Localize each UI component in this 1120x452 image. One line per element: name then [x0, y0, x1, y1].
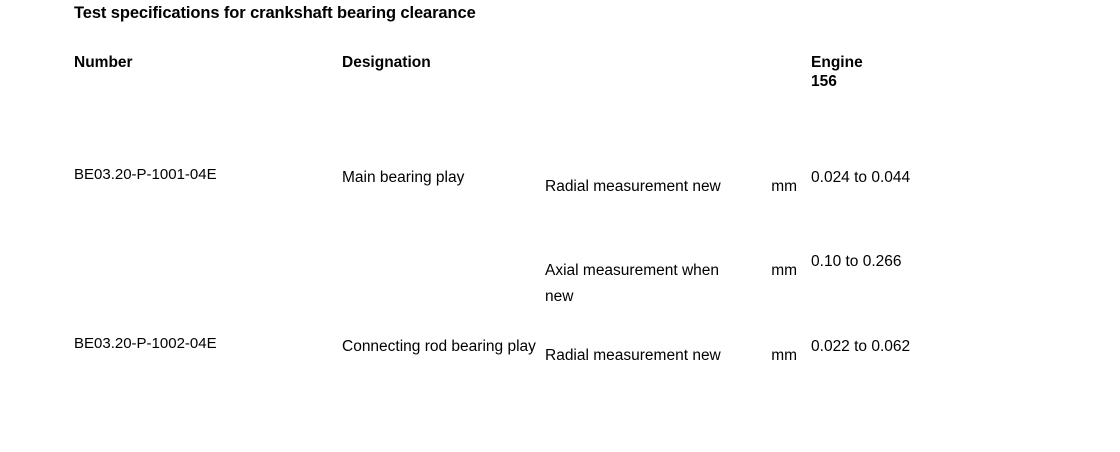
table-row: BE03.20-P-1001-04E Main bearing play Rad… [74, 165, 1015, 249]
row-cell-number: BE03.20-P-1001-04E [74, 165, 342, 334]
header-cell-engine: Engine 156 [811, 53, 1015, 165]
header-label-designation: Designation [342, 54, 431, 71]
detail-label: Radial measurement new [545, 347, 721, 364]
row-designation-value: Main bearing play [342, 169, 465, 186]
detail-value: 0.022 to 0.062 [811, 338, 911, 355]
table-header-row: Number Designation Engine 156 [74, 53, 1015, 165]
row-cell-designation: Main bearing play [342, 165, 537, 334]
row-cell-number: BE03.20-P-1002-04E [74, 334, 342, 432]
row-cell-value: 0.024 to 0.044 [811, 165, 1015, 249]
spec-table: Number Designation Engine 156 BE03.20-P-… [74, 53, 1015, 432]
row-number-value: BE03.20-P-1002-04E [74, 335, 217, 352]
header-cell-designation: Designation [342, 53, 811, 165]
row-cell-value: 0.10 to 0.266 [811, 249, 1015, 334]
detail-value: 0.10 to 0.266 [811, 253, 902, 270]
header-label-engine: Engine [811, 54, 863, 71]
row-cell-detail: Axial measurement when new mm [537, 249, 811, 334]
header-label-number: Number [74, 54, 133, 71]
detail-unit: mm [771, 347, 798, 364]
row-number-value: BE03.20-P-1001-04E [74, 166, 217, 183]
row-cell-value: 0.022 to 0.062 [811, 334, 1015, 432]
detail-unit: mm [771, 262, 798, 279]
row-cell-designation: Connecting rod bearing play [342, 334, 537, 432]
header-label-engine-code: 156 [811, 73, 837, 90]
row-designation-value: Connecting rod bearing play [342, 338, 536, 355]
detail-label: Axial measurement when new [545, 262, 720, 305]
header-cell-number: Number [74, 53, 342, 165]
row-cell-detail: Radial measurement new mm [537, 165, 811, 249]
detail-unit: mm [771, 178, 798, 195]
detail-value: 0.024 to 0.044 [811, 169, 911, 186]
page-title: Test specifications for crankshaft beari… [74, 4, 476, 22]
table-row: BE03.20-P-1002-04E Connecting rod bearin… [74, 334, 1015, 432]
detail-label: Radial measurement new [545, 178, 721, 195]
table-row: Axial measurement when new mm 0.10 to 0.… [74, 249, 1015, 334]
row-cell-detail: Radial measurement new mm [537, 334, 811, 432]
